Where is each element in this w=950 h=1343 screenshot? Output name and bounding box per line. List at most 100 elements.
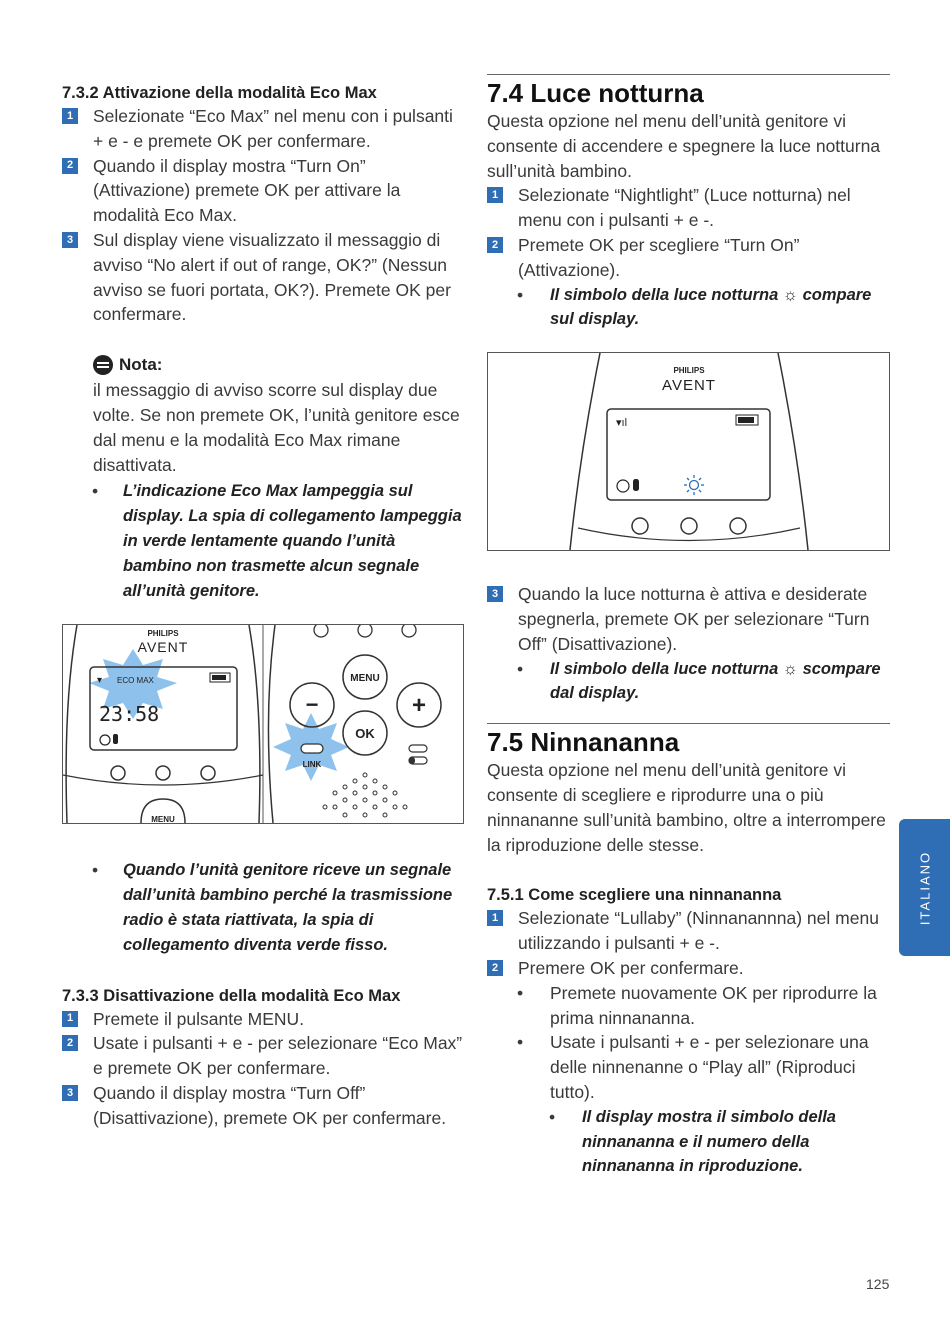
step-2: 2 Premere OK per confermare. (487, 956, 890, 981)
bullet-dot: • (517, 284, 524, 305)
step-text: Premete il pulsante MENU. (93, 1008, 305, 1029)
step-1: 1 Selezionate “Lullaby” (Ninnanannna) nel… (487, 906, 890, 956)
language-tab-label: ITALIANO (917, 850, 932, 925)
section-heading-7-3-2: 7.3.2 Attivazione della modalità Eco Max (62, 84, 377, 102)
step-text: Premere OK per confermare. (518, 957, 744, 978)
device-button (200, 765, 216, 782)
figure-nightlight-drawing: PHILIPS AVENT ▾ıl (569, 353, 809, 551)
step-number: 1 (487, 910, 503, 927)
list-item: • Premete nuovamente OK per riprodurre l… (487, 981, 890, 1031)
bullet-text: Usate i pulsanti + e - per selezionare u… (550, 1032, 869, 1102)
device-button (155, 765, 171, 782)
bullet-dot: • (517, 1032, 524, 1053)
lcd-screen (89, 666, 238, 752)
section-7-5: 7.5 Ninnananna (487, 723, 890, 758)
face-icon (99, 734, 111, 746)
plus-label: + (412, 692, 426, 719)
eco-max-label: ECO MAX (117, 676, 155, 685)
note-block: Nota: il messaggio di avviso scorre sul … (62, 355, 464, 477)
section-7-4-intro: Questa opzione nel menu dell’unità genit… (487, 111, 881, 181)
step-2: 2 Premete OK per scegliere “Turn On” (Att… (487, 233, 890, 283)
section-heading-7-4: 7.4 Luce notturna (487, 78, 704, 108)
step-number: 2 (487, 236, 503, 253)
step-number: 3 (62, 231, 78, 248)
lcd-screen (606, 408, 771, 501)
figure-nightlight: PHILIPS AVENT ▾ıl (487, 352, 890, 552)
device-button (729, 517, 747, 535)
nightlight-icon: ☼ (782, 659, 798, 678)
step-text: Usate i pulsanti + e - per selezionare “… (93, 1033, 463, 1079)
bullet-nightlight-off: • Il simbolo della luce notturna ☼ scomp… (487, 657, 890, 707)
plus-button (396, 682, 442, 729)
step-text: Sul display viene visualizzato il messag… (93, 229, 451, 325)
minus-label: − (306, 692, 319, 717)
step-number: 2 (62, 157, 78, 174)
bullet-text: compare sul display. (550, 285, 872, 329)
list-item-sub: • Il display mostra il simbolo della nin… (487, 1105, 890, 1179)
note-icon (93, 355, 113, 376)
bullet-text-wrap: Il simbolo della luce notturna ☼ compare… (550, 283, 890, 333)
menu-button (342, 654, 388, 701)
face-icon (616, 479, 630, 493)
logo-text: AVENT (662, 377, 716, 394)
bullet-text: Il simbolo della luce notturna (550, 659, 783, 678)
section-heading-7-5: 7.5 Ninnananna (487, 727, 680, 758)
speaker-grille (322, 772, 408, 818)
right-column: 7.4 Luce notturna Questa opzione nel men… (487, 74, 890, 1179)
bullet-dot: • (517, 658, 524, 679)
step-2: 2 Quando il display mostra “Turn On” (Att… (62, 154, 464, 228)
mic-icon (113, 734, 118, 745)
lcd-time: 23:58 (99, 702, 159, 726)
signal-icon: ▾ıl (616, 417, 627, 429)
link-light (300, 743, 324, 755)
link-label: LINK (303, 760, 322, 769)
brand-text: PHILIPS (147, 629, 179, 638)
step-number: 2 (487, 959, 503, 976)
device-button (631, 517, 649, 535)
step-number: 3 (487, 586, 503, 603)
device-button (680, 517, 698, 535)
mic-icon (633, 479, 639, 492)
step-text: Selezionate “Nightlight” (Luce notturna)… (518, 185, 851, 231)
section-7-4: 7.4 Luce notturna (487, 74, 890, 109)
device-button (110, 765, 126, 782)
language-tab: ITALIANO (899, 819, 950, 956)
battery-icon (209, 672, 231, 683)
step-number: 3 (62, 1084, 78, 1101)
figure-eco-max-drawing: PHILIPS AVENT ▾ ECO MAX 23:58 MENU MEN (62, 622, 442, 824)
bullet-dot: • (517, 982, 524, 1003)
figure-eco-max: PHILIPS AVENT ▾ ECO MAX 23:58 MENU MEN (62, 622, 464, 825)
signal-icon: ▾ (97, 675, 102, 686)
ok-button (342, 710, 388, 757)
ok-label: OK (355, 726, 375, 741)
bullet-text: Quando l’unità genitore riceve un segnal… (123, 861, 453, 954)
bullet-text: scompare dal display. (550, 659, 881, 703)
step-1: 1 Selezionate “Nightlight” (Luce notturna… (487, 183, 890, 233)
bullet-text: L’indicazione Eco Max lampeggia sul disp… (123, 482, 462, 601)
step-3: 3 Quando il display mostra “Turn Off” (D… (62, 1081, 464, 1131)
battery-icon (735, 414, 759, 426)
step-text: Selezionate “Lullaby” (Ninnanannna) nel … (518, 908, 879, 954)
step-number: 2 (62, 1035, 78, 1052)
step-text: Premete OK per scegliere “Turn On” (Atti… (518, 234, 800, 280)
note-text: il messaggio di avviso scorre sul displa… (93, 380, 460, 475)
page-number: 125 (866, 1276, 890, 1292)
step-text: Selezionate “Eco Max” nel menu con i pul… (93, 106, 453, 151)
note-title: Nota: (119, 355, 163, 375)
step-2: 2 Usate i pulsanti + e - per selezionare… (62, 1031, 464, 1081)
bullet-dot: • (92, 481, 99, 502)
section-heading-7-5-1: 7.5.1 Come scegliere una ninnananna (487, 886, 782, 905)
note-heading: Nota: (62, 355, 464, 376)
bullet-dot: • (549, 1106, 556, 1127)
brand-text: PHILIPS (673, 366, 705, 375)
nightlight-icon (684, 475, 704, 496)
step-number: 1 (487, 187, 503, 204)
step-text: Quando il display mostra “Turn On” (Atti… (93, 155, 401, 226)
logo-text: AVENT (138, 639, 189, 655)
section-7-5-intro: Questa opzione nel menu dell’unità genit… (487, 760, 886, 855)
minus-button (289, 682, 335, 729)
step-3: 3 Sul display viene visualizzato il messa… (62, 228, 464, 327)
step-number: 1 (62, 108, 78, 124)
